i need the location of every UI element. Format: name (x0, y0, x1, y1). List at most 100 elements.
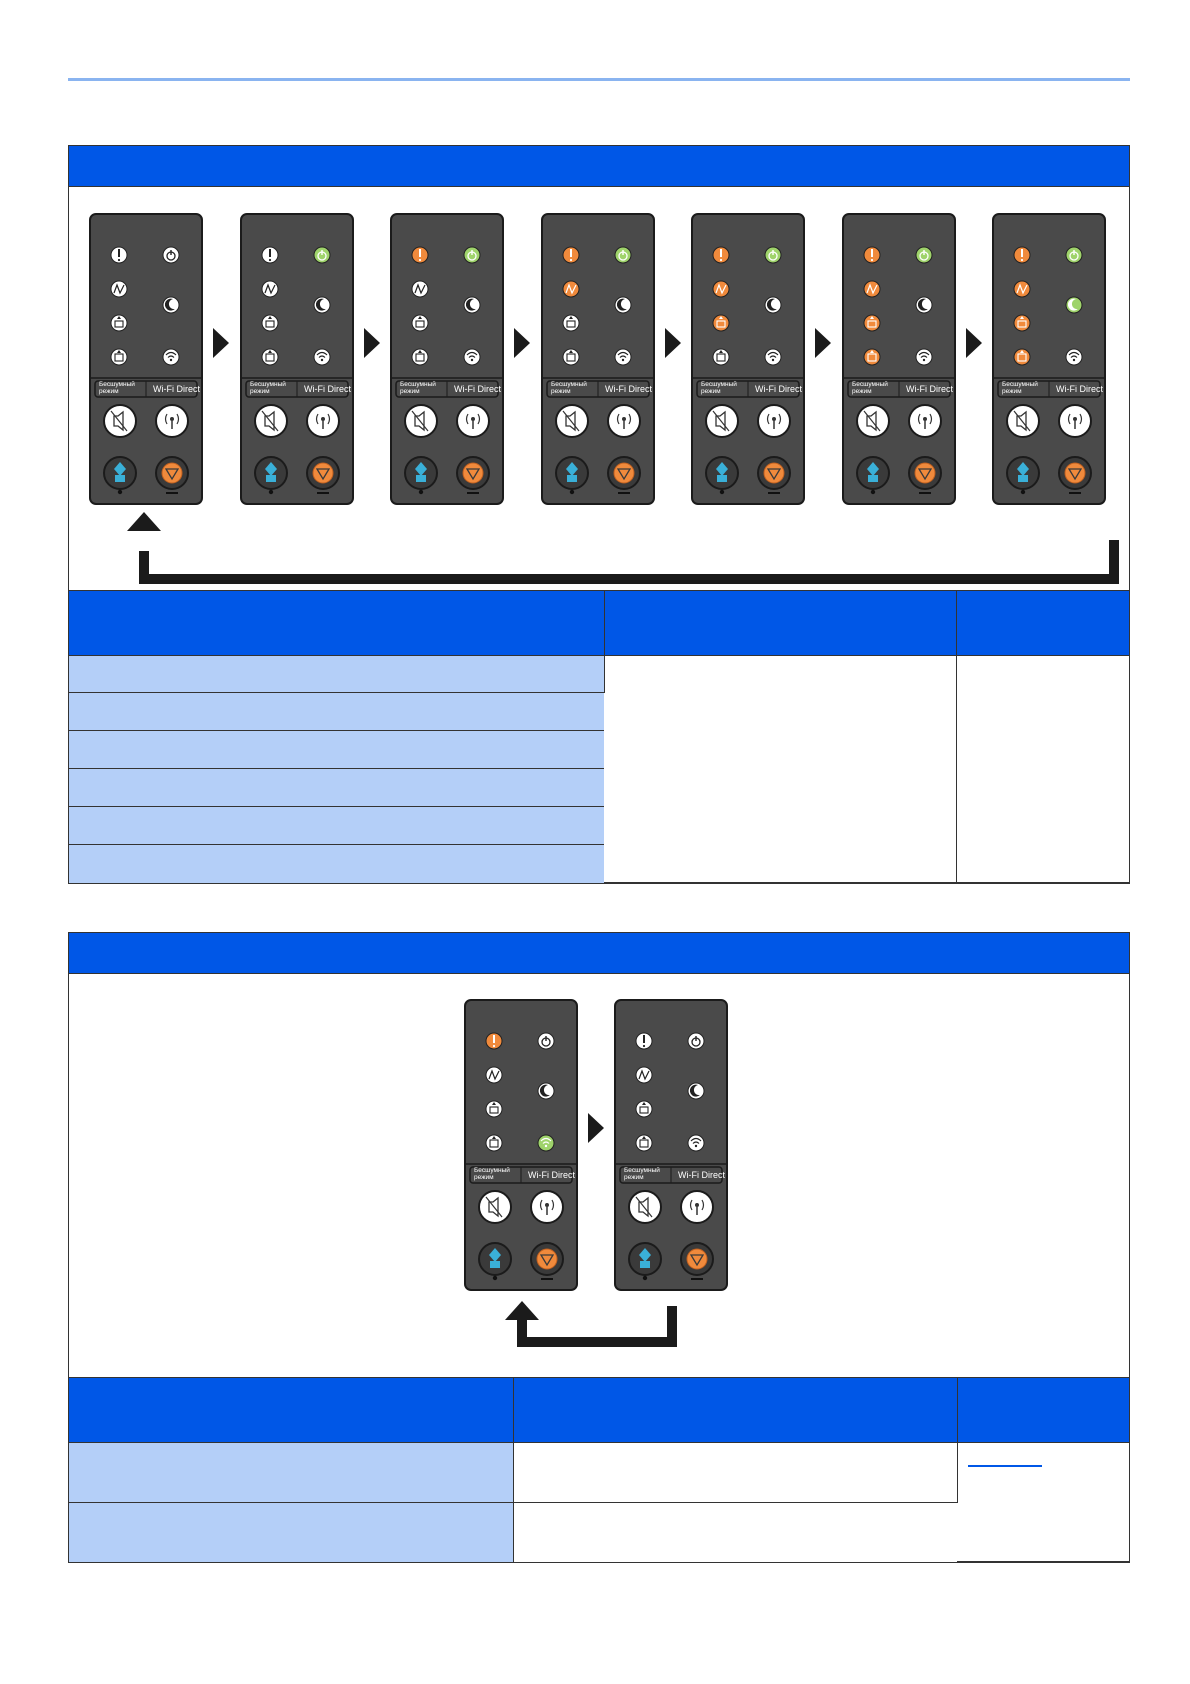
paper-jam-icon (110, 280, 128, 298)
toner-icon (562, 314, 580, 332)
page-top-rule (68, 78, 1130, 81)
quiet-mode-label-line1: Бесшумный (701, 381, 737, 388)
table-row (69, 768, 1129, 807)
wifi-direct-icon (306, 404, 340, 438)
condition-cell (69, 844, 604, 883)
paper-icon (712, 348, 730, 366)
wifi-direct-icon (757, 404, 791, 438)
quiet-mode-icon (628, 1190, 662, 1224)
quiet-mode-label-line2: режим (701, 388, 721, 395)
sleep-icon (537, 1082, 555, 1100)
condition-cell (69, 768, 604, 807)
loop-arrowhead-icon (127, 512, 161, 531)
toner-icon (485, 1100, 503, 1118)
attention-icon (712, 246, 730, 264)
condition-cell (69, 1442, 514, 1503)
quiet-mode-label-line1: Бесшумный (1002, 381, 1038, 388)
ready-icon (537, 1032, 555, 1050)
sleep-icon (313, 296, 331, 314)
quiet-mode-icon (103, 404, 137, 438)
stop-icon (680, 1242, 714, 1280)
toner-icon (1013, 314, 1031, 332)
condition-cell (69, 730, 604, 769)
paper-jam-icon (712, 280, 730, 298)
sleep-icon (614, 296, 632, 314)
wifi-direct-icon (908, 404, 942, 438)
toner-icon (712, 314, 730, 332)
paper-jam-icon (863, 280, 881, 298)
quiet-mode-label-line2: режим (400, 388, 420, 395)
reference-cell (957, 1442, 1129, 1562)
loop-back-arrow (139, 540, 1119, 584)
table-row (69, 1502, 1129, 1562)
stop-icon (908, 456, 942, 494)
paper-icon (1013, 348, 1031, 366)
stop-icon (530, 1242, 564, 1280)
wifi-direct-icon (456, 404, 490, 438)
attention-icon (562, 246, 580, 264)
wifi-direct-label: Wi-Fi Direct (454, 384, 501, 394)
sleep-icon (162, 296, 180, 314)
paper-jam-icon (1013, 280, 1031, 298)
section-2-header-band (69, 933, 1129, 974)
quiet-mode-icon (404, 404, 438, 438)
paper-jam-icon (261, 280, 279, 298)
toner-icon (635, 1100, 653, 1118)
wifi-direct-label: Wi-Fi Direct (906, 384, 953, 394)
toner-icon (863, 314, 881, 332)
quiet-mode-label-line1: Бесшумный (99, 381, 135, 388)
reference-link[interactable] (967, 1465, 1042, 1467)
quiet-mode-icon (555, 404, 589, 438)
quiet-mode-label-line2: режим (99, 388, 119, 395)
section-1-loop-arrow (127, 512, 1119, 584)
play-arrow-icon (665, 328, 681, 358)
wifi-direct-label: Wi-Fi Direct (304, 384, 351, 394)
loop-arrowhead-icon (505, 1301, 539, 1320)
condition-cell (69, 655, 605, 693)
start-icon (1006, 456, 1040, 495)
condition-cell (69, 692, 604, 731)
wifi-icon (537, 1134, 555, 1152)
stop-icon (607, 456, 641, 494)
play-arrow-icon (588, 1113, 604, 1143)
play-arrow-icon (514, 328, 530, 358)
paper-jam-icon (485, 1066, 503, 1084)
play-arrow-icon (966, 328, 982, 358)
quiet-mode-icon (705, 404, 739, 438)
condition-cell (69, 806, 604, 845)
attention-icon (261, 246, 279, 264)
start-icon (856, 456, 890, 495)
section-1-table (69, 591, 1129, 883)
header-condition (69, 591, 605, 656)
quiet-mode-icon (1006, 404, 1040, 438)
wifi-icon (313, 348, 331, 366)
quiet-mode-label-line1: Бесшумный (250, 381, 286, 388)
wifi-icon (915, 348, 933, 366)
quiet-mode-label-line2: режим (474, 1174, 494, 1181)
play-arrow-icon (815, 328, 831, 358)
wifi-direct-label: Wi-Fi Direct (1056, 384, 1103, 394)
action-cell (604, 655, 957, 883)
reference-cell (956, 655, 1129, 883)
wifi-icon (687, 1134, 705, 1152)
table-row (69, 655, 1129, 883)
wifi-icon (162, 348, 180, 366)
quiet-mode-icon (478, 1190, 512, 1224)
table-row (69, 844, 1129, 883)
table-row (69, 730, 1129, 769)
paper-jam-icon (635, 1066, 653, 1084)
paper-jam-icon (411, 280, 429, 298)
start-icon (103, 456, 137, 495)
header-reference (956, 591, 1129, 656)
